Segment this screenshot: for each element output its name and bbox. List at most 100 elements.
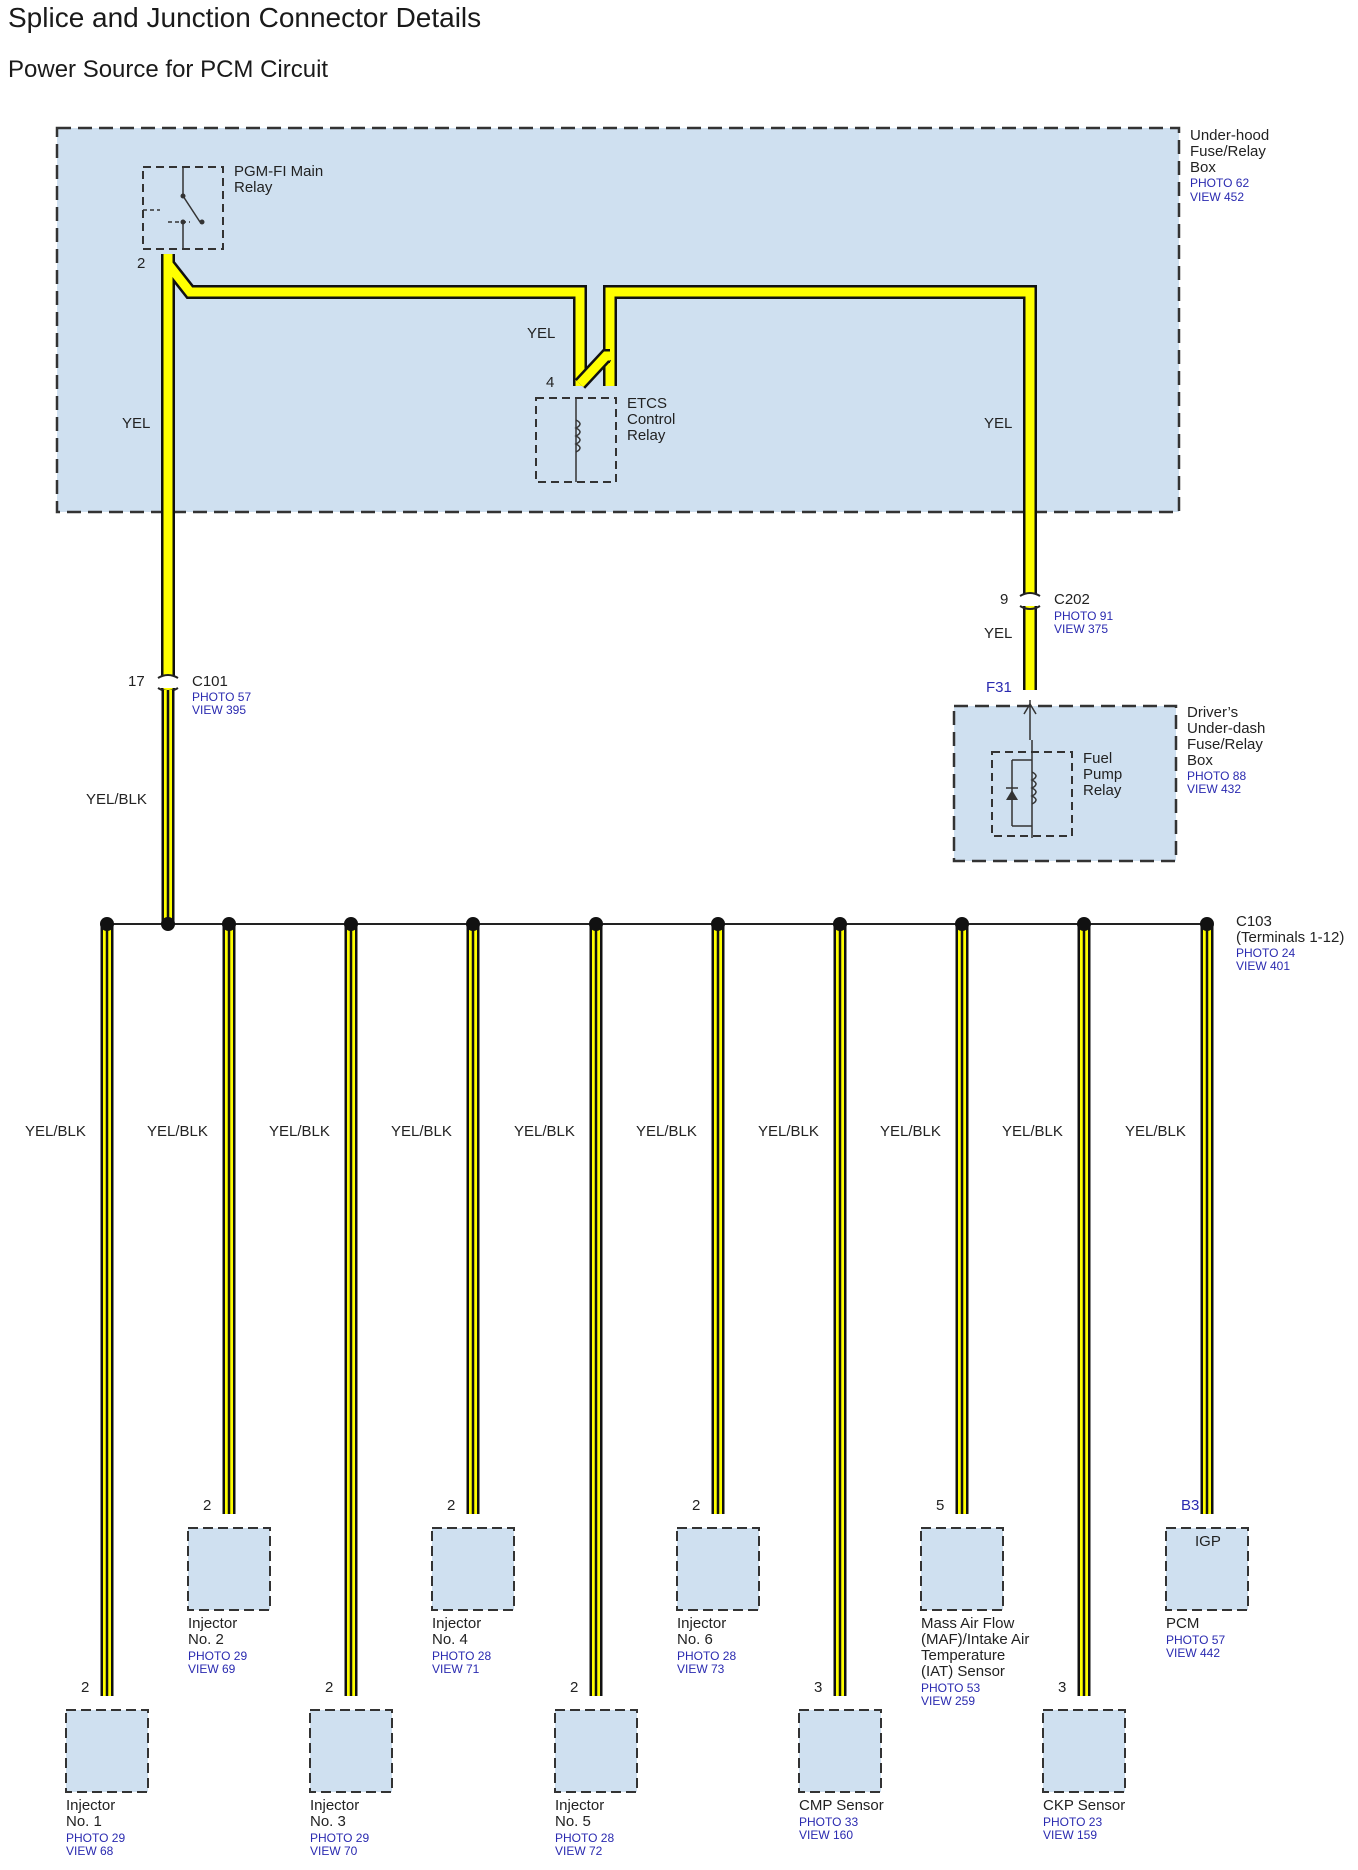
under-dash-box-label-3: Fuse/Relay: [1187, 736, 1263, 753]
c103-detail: (Terminals 1-12): [1236, 929, 1344, 946]
fuel-pump-relay: [991, 700, 1073, 838]
splice-point-6: [711, 917, 725, 931]
underhood-box-label-2: Fuse/Relay: [1190, 143, 1266, 160]
component-view-10: VIEW 442: [1166, 1646, 1220, 1660]
component-name-8-line-4: (IAT) Sensor: [921, 1663, 1005, 1680]
component-name-8-line-3: Temperature: [921, 1647, 1005, 1664]
under-dash-box-label-4: Box: [1187, 752, 1213, 769]
component-box-1: [65, 1709, 149, 1793]
main-relay-pin: 2: [137, 255, 145, 272]
wire-label-yel-blk-10: YEL/BLK: [1125, 1123, 1186, 1140]
c202-photo: PHOTO 91: [1054, 609, 1113, 623]
wire-label-yel-left: YEL: [122, 415, 150, 432]
page-title: Splice and Junction Connector Details: [8, 2, 482, 33]
splice-point-2: [222, 917, 236, 931]
wire-label-yel-c202: YEL: [984, 625, 1012, 642]
component-box-4: [431, 1527, 515, 1611]
under-dash-box: [952, 704, 1178, 863]
c202-pin: 9: [1000, 591, 1008, 608]
yel-wire-top: [161, 254, 1037, 690]
component-pin-6: 2: [692, 1497, 700, 1514]
component-pin-1: 2: [81, 1679, 89, 1696]
component-photo-6: PHOTO 28: [677, 1649, 736, 1663]
component-photo-3: PHOTO 29: [310, 1831, 369, 1845]
component-name-3-line-2: No. 3: [310, 1813, 346, 1830]
component-photo-4: PHOTO 28: [432, 1649, 491, 1663]
wire-label-yel-blk-c101: YEL/BLK: [86, 791, 147, 808]
component-box-3: [309, 1709, 393, 1793]
under-dash-box-view: VIEW 432: [1187, 782, 1241, 796]
component-view-8: VIEW 259: [921, 1694, 975, 1708]
splice-point-9: [1077, 917, 1091, 931]
component-photo-8: PHOTO 53: [921, 1681, 980, 1695]
component-pin-2: 2: [203, 1497, 211, 1514]
underhood-box: [55, 126, 1181, 514]
wire-label-yel-blk-5: YEL/BLK: [514, 1123, 575, 1140]
component-name-7-line-1: CMP Sensor: [799, 1797, 884, 1814]
c202-connector: [1018, 592, 1042, 610]
c101-photo: PHOTO 57: [192, 690, 251, 704]
splice-point-1: [100, 917, 114, 931]
splice-point-10: [1200, 917, 1214, 931]
component-name-9-line-1: CKP Sensor: [1043, 1797, 1125, 1814]
component-name-1-line-2: No. 1: [66, 1813, 102, 1830]
splice-point-7: [833, 917, 847, 931]
etcs-relay-label-2: Control: [627, 411, 675, 428]
under-dash-box-photo: PHOTO 88: [1187, 769, 1246, 783]
component-photo-10: PHOTO 57: [1166, 1633, 1225, 1647]
c101-name: C101: [192, 673, 228, 690]
etcs-control-relay: [535, 397, 617, 483]
component-pin-7: 3: [814, 1679, 822, 1696]
component-view-1: VIEW 68: [66, 1844, 114, 1858]
component-view-5: VIEW 72: [555, 1844, 603, 1858]
component-view-7: VIEW 160: [799, 1828, 853, 1842]
pcm-terminal-label: IGP: [1195, 1533, 1221, 1550]
wire-label-yel-right: YEL: [984, 415, 1012, 432]
component-name-4-line-1: Injector: [432, 1615, 481, 1632]
component-name-5-line-2: No. 5: [555, 1813, 591, 1830]
wire-label-yel-blk-6: YEL/BLK: [636, 1123, 697, 1140]
component-box-5: [554, 1709, 638, 1793]
underhood-box-label-1: Under-hood: [1190, 127, 1269, 144]
component-view-9: VIEW 159: [1043, 1828, 1097, 1842]
etcs-relay-label-1: ETCS: [627, 395, 667, 412]
wire-label-yel-mid: YEL: [527, 325, 555, 342]
fuel-pump-relay-label-3: Relay: [1083, 782, 1122, 799]
page-subtitle: Power Source for PCM Circuit: [8, 56, 329, 83]
under-dash-box-label-2: Under-dash: [1187, 720, 1265, 737]
c202-name: C202: [1054, 591, 1090, 608]
component-name-4-line-2: No. 4: [432, 1631, 468, 1648]
component-pin-3: 2: [325, 1679, 333, 1696]
c202-view: VIEW 375: [1054, 622, 1108, 636]
component-pin-8: 5: [936, 1497, 944, 1514]
component-photo-7: PHOTO 33: [799, 1815, 858, 1829]
wire-label-yel-blk-7: YEL/BLK: [758, 1123, 819, 1140]
component-box-6: [676, 1527, 760, 1611]
component-name-8-line-1: Mass Air Flow: [921, 1615, 1015, 1632]
pgm-fi-main-relay: [142, 166, 224, 250]
component-view-2: VIEW 69: [188, 1662, 236, 1676]
f31-fuse-label: F31: [986, 679, 1012, 696]
component-view-6: VIEW 73: [677, 1662, 725, 1676]
component-pin-5: 2: [570, 1679, 578, 1696]
underhood-box-label-3: Box: [1190, 159, 1216, 176]
wire-label-yel-blk-9: YEL/BLK: [1002, 1123, 1063, 1140]
component-photo-1: PHOTO 29: [66, 1831, 125, 1845]
underhood-box-view: VIEW 452: [1190, 190, 1244, 204]
c103-view: VIEW 401: [1236, 959, 1290, 973]
component-view-3: VIEW 70: [310, 1844, 358, 1858]
c103-photo: PHOTO 24: [1236, 946, 1295, 960]
component-name-8-line-2: (MAF)/Intake Air: [921, 1631, 1029, 1648]
component-name-6-line-1: Injector: [677, 1615, 726, 1632]
fuel-pump-relay-label-1: Fuel: [1083, 750, 1112, 767]
wire-label-yel-blk-1: YEL/BLK: [25, 1123, 86, 1140]
component-box-8: [920, 1527, 1004, 1611]
component-box-7: [798, 1709, 882, 1793]
etcs-relay-label-3: Relay: [627, 427, 666, 444]
component-photo-9: PHOTO 23: [1043, 1815, 1102, 1829]
main-relay-label-2: Relay: [234, 179, 273, 196]
component-pin-10: B3: [1181, 1497, 1199, 1514]
wire-label-yel-blk-4: YEL/BLK: [391, 1123, 452, 1140]
